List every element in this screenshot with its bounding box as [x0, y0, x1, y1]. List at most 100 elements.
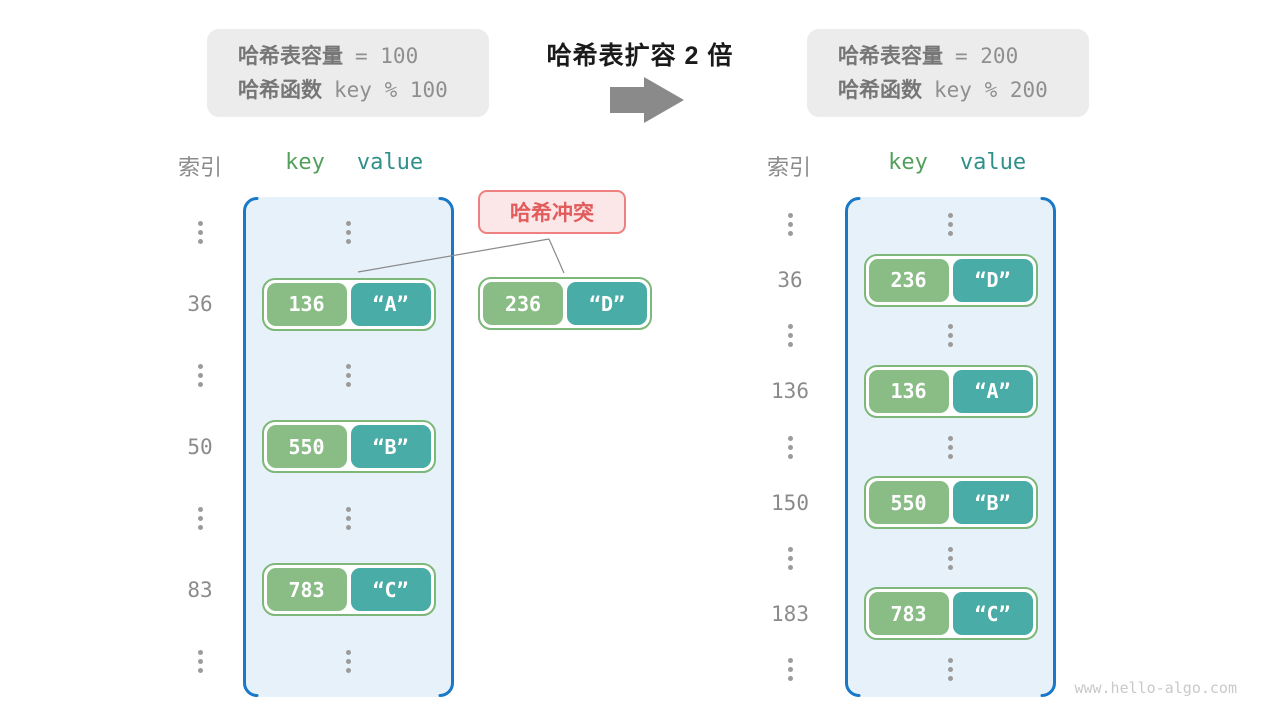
ellipsis-dots-icon [787, 213, 793, 237]
right-index-header: 索引 [766, 155, 812, 180]
index-cell [155, 340, 245, 411]
left-bucket-rows: 136“A” 550“B” 783“C” [243, 197, 454, 697]
capacity-value: = 200 [955, 43, 1019, 68]
hash-function-label: 哈希函数 [838, 78, 922, 102]
ellipsis-dots-icon [346, 506, 351, 530]
bucket-row: 550“B” [243, 411, 454, 482]
capacity-value: = 100 [355, 43, 419, 68]
capacity-line: 哈希表容量 = 200 [838, 43, 1089, 70]
key-value-pair: 136“A” [261, 277, 436, 331]
index-cell [745, 197, 835, 253]
bucket-row [845, 530, 1056, 586]
left-index-column: 36 50 83 [155, 197, 245, 697]
arrow-shaft [610, 87, 644, 113]
right-bucket-container: 236“D” 136“A” 550“B” 783“C” [845, 197, 1056, 697]
key-value-pair: 783“C” [863, 587, 1038, 641]
index-cell: 150 [771, 490, 809, 515]
ellipsis-dots-icon [346, 649, 351, 673]
index-cell: 83 [187, 577, 213, 602]
index-cell: 50 [187, 434, 213, 459]
bucket-row: 136“A” [845, 364, 1056, 420]
key-value-pair: 550“B” [863, 476, 1038, 530]
capacity-box-before: 哈希表容量 = 100 哈希函数 key % 100 [207, 29, 489, 117]
index-cell: 136 [771, 379, 809, 404]
hash-conflict-badge: 哈希冲突 [478, 190, 626, 234]
capacity-line: 哈希表容量 = 100 [238, 43, 489, 70]
bucket-row [845, 642, 1056, 698]
right-arrow-icon [610, 77, 684, 123]
ellipsis-dots-icon [787, 657, 793, 681]
index-cell: 183 [771, 601, 809, 626]
index-cell [155, 626, 245, 697]
bucket-row [243, 340, 454, 411]
index-cell: 36 [777, 268, 803, 293]
conflict-pair: 236 “D” [478, 277, 652, 330]
pair-value: “D” [567, 282, 647, 325]
ellipsis-dots-icon [787, 324, 793, 348]
pair-key: 550 [868, 481, 949, 525]
ellipsis-dots-icon [197, 221, 203, 245]
ellipsis-dots-icon [346, 221, 351, 245]
bucket-row [845, 197, 1056, 253]
bucket-row [243, 483, 454, 554]
hash-function-value: key % 100 [334, 77, 448, 102]
hash-function-line: 哈希函数 key % 200 [838, 77, 1089, 104]
hash-function-label: 哈希函数 [238, 78, 322, 102]
ellipsis-dots-icon [197, 649, 203, 673]
index-cell [745, 530, 835, 586]
pair-value: “D” [952, 258, 1033, 302]
ellipsis-dots-icon [197, 364, 203, 388]
capacity-label: 哈希表容量 [838, 44, 943, 68]
ellipsis-dots-icon [948, 435, 953, 459]
right-index-column: 36 136 150 183 [745, 197, 835, 697]
left-value-header: value [356, 150, 424, 175]
watermark: www.hello-algo.com [1074, 679, 1237, 697]
bucket-row [845, 308, 1056, 364]
right-bucket-rows: 236“D” 136“A” 550“B” 783“C” [845, 197, 1056, 697]
pair-key: 550 [266, 425, 347, 469]
pair-key: 136 [266, 282, 347, 326]
ellipsis-dots-icon [346, 364, 351, 388]
pair-value: “C” [350, 568, 431, 612]
index-cell [155, 197, 245, 268]
capacity-box-after: 哈希表容量 = 200 哈希函数 key % 200 [807, 29, 1089, 117]
pair-value: “C” [952, 592, 1033, 636]
index-cell [745, 308, 835, 364]
key-value-pair: 136“A” [863, 364, 1038, 418]
pair-value: “A” [350, 282, 431, 326]
ellipsis-dots-icon [787, 546, 793, 570]
hash-function-value: key % 200 [934, 77, 1048, 102]
ellipsis-dots-icon [948, 324, 953, 348]
index-cell [155, 483, 245, 554]
arrow-head [644, 77, 684, 123]
ellipsis-dots-icon [948, 546, 953, 570]
ellipsis-dots-icon [948, 213, 953, 237]
bucket-row [243, 626, 454, 697]
bucket-row: 236“D” [845, 253, 1056, 309]
right-key-header: key [888, 150, 928, 175]
ellipsis-dots-icon [787, 435, 793, 459]
bucket-row: 136“A” [243, 268, 454, 339]
pair-value: “B” [952, 481, 1033, 525]
pair-key: 783 [868, 592, 949, 636]
pair-key: 136 [868, 369, 949, 413]
pair-key: 236 [483, 282, 563, 325]
left-index-header: 索引 [177, 155, 223, 180]
pair-value: “B” [350, 425, 431, 469]
index-cell [745, 642, 835, 698]
bucket-row [243, 197, 454, 268]
diagram-title: 哈希表扩容 2 倍 [546, 42, 734, 70]
ellipsis-dots-icon [197, 506, 203, 530]
bucket-row: 783“C” [243, 554, 454, 625]
index-cell: 36 [187, 292, 213, 317]
key-value-pair: 550“B” [261, 420, 436, 474]
pair-value: “A” [952, 369, 1033, 413]
left-key-header: key [285, 150, 325, 175]
ellipsis-dots-icon [948, 657, 953, 681]
bucket-row: 783“C” [845, 586, 1056, 642]
pair-key: 236 [868, 258, 949, 302]
bucket-row [845, 419, 1056, 475]
pair-key: 783 [266, 568, 347, 612]
key-value-pair: 783“C” [261, 563, 436, 617]
